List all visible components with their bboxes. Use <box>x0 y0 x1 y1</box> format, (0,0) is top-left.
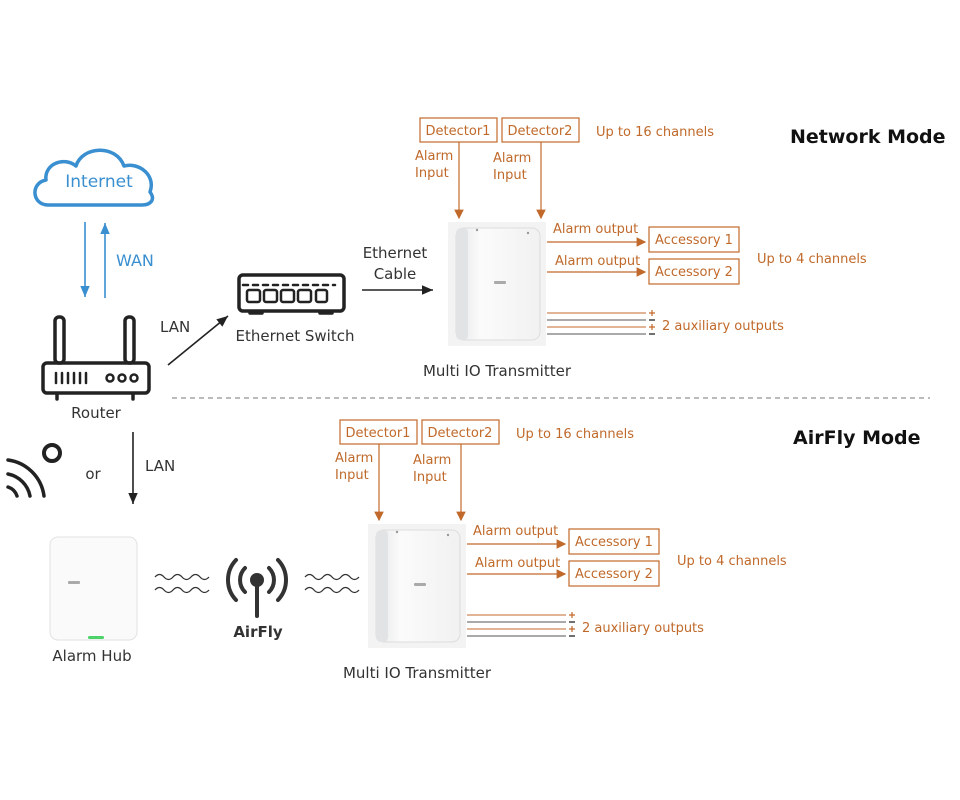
accessory2-box <box>568 560 660 587</box>
detector1-label: Detector1 <box>346 426 411 441</box>
or-label: or <box>85 465 101 483</box>
aux-output-lines <box>467 611 576 637</box>
accessory1-label: Accessory 1 <box>575 535 653 550</box>
accessory1-box <box>648 226 740 253</box>
accessory1-box <box>568 528 660 555</box>
alarm-input-2-line2: Input <box>413 470 447 485</box>
cable-label-line2: Cable <box>374 265 417 283</box>
transmitter-label: Multi IO Transmitter <box>343 664 492 682</box>
internet-label: Internet <box>65 172 133 192</box>
wave-lines-right <box>304 573 360 594</box>
airfly-mode-title: AirFly Mode <box>793 427 921 449</box>
aux-output-lines <box>547 309 656 335</box>
alarm-output-1-label: Alarm output <box>553 222 638 237</box>
alarm-input-2-line1: Alarm <box>413 453 451 468</box>
accessory2-box <box>648 258 740 285</box>
lan-label: LAN <box>160 318 190 336</box>
alarm-output-2-label: Alarm output <box>555 254 640 269</box>
aux-outputs-note: 2 auxiliary outputs <box>582 621 704 636</box>
alarm-input-2-line2: Input <box>493 168 527 183</box>
ethernet-switch-icon <box>237 273 346 315</box>
aux-outputs-note: 2 auxiliary outputs <box>662 319 784 334</box>
airfly-transmitter-group: Detector1 Detector2 Up to 16 channels Al… <box>335 419 787 682</box>
alarm-input-1-line2: Input <box>415 166 449 181</box>
detector2-label: Detector2 <box>428 426 493 441</box>
airfly-lan-label: LAN <box>145 457 175 475</box>
detector2-label: Detector2 <box>508 124 573 139</box>
transmitter-device <box>447 221 547 347</box>
wave-lines-left <box>154 573 210 594</box>
accessory2-label: Accessory 2 <box>575 567 653 582</box>
accessory1-label: Accessory 1 <box>655 233 733 248</box>
alarm-input-1-line1: Alarm <box>415 149 453 164</box>
alarm-input-1-line2: Input <box>335 468 369 483</box>
network-mode-title: Network Mode <box>790 126 946 148</box>
alarm-output-2-label: Alarm output <box>475 556 560 571</box>
cloud-icon <box>33 148 155 207</box>
airfly-label: AirFly <box>233 623 283 641</box>
accessory-channels-note: Up to 4 channels <box>677 554 787 569</box>
router-label: Router <box>71 404 122 422</box>
accessory2-label: Accessory 2 <box>655 265 733 280</box>
transmitter-label: Multi IO Transmitter <box>423 362 572 380</box>
alarm-hub-label: Alarm Hub <box>52 647 131 665</box>
wan-label: WAN <box>116 251 154 270</box>
router-icon <box>41 315 151 401</box>
alarm-output-1-label: Alarm output <box>473 524 558 539</box>
transmitter-device <box>367 523 467 649</box>
switch-label: Ethernet Switch <box>236 327 355 345</box>
accessory-channels-note: Up to 4 channels <box>757 252 867 267</box>
wireless-signal-icon <box>6 443 62 498</box>
network-transmitter-group: Detector1 Detector2 Up to 16 channels Al… <box>415 117 867 380</box>
alarm-input-1-line1: Alarm <box>335 451 373 466</box>
cable-label-line1: Ethernet <box>363 244 428 262</box>
polarity-marks <box>568 611 576 637</box>
alarm-hub-device <box>49 536 138 641</box>
lan-arrow <box>167 315 229 366</box>
detector1-label: Detector1 <box>426 124 491 139</box>
detector-channels-note: Up to 16 channels <box>516 427 634 442</box>
polarity-marks <box>648 309 656 335</box>
detector-channels-note: Up to 16 channels <box>596 125 714 140</box>
alarm-input-2-line1: Alarm <box>493 151 531 166</box>
airfly-antenna-icon <box>226 558 288 618</box>
